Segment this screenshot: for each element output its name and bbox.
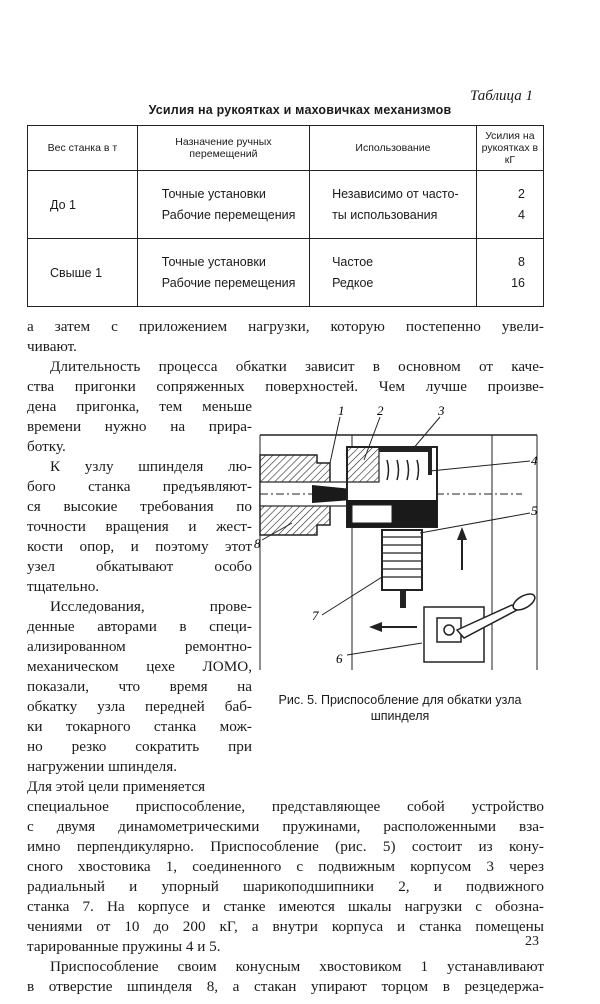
row-usage: Независимо от часто- ты использования — [309, 170, 477, 239]
body-line: показали, что время на — [27, 678, 252, 695]
fig-label-8: 8 — [254, 536, 261, 551]
body-line: ства пригонки сопряженных поверхностей. … — [27, 378, 544, 395]
body-line: с двумя динамометрическими пружинами, ра… — [27, 818, 544, 835]
body-line: но резко сократить при — [27, 738, 252, 755]
purpose-item: Рабочие перемещения — [161, 275, 296, 290]
body-line: узел обкатывают особо — [27, 558, 252, 575]
body-line: механическом цехе ЛОМО, — [27, 658, 252, 675]
spindle-fixture-figure: 1 2 3 4 5 6 7 8 — [254, 405, 538, 670]
figure-caption-line: Рис. 5. Приспособление для обкатки узла — [278, 693, 522, 707]
purpose-item: Точные установки — [161, 254, 266, 269]
body-line: времени нужно на прира- — [27, 418, 252, 435]
table-row: Свыше 1 Точные установки Рабочие перемещ… — [27, 238, 545, 307]
page-number: 23 — [525, 934, 539, 949]
body-line: кости опор, и поэтому этот — [27, 538, 252, 555]
force-value: 8 — [518, 254, 525, 269]
header-weight: Вес станка в т — [27, 125, 138, 171]
table-header-row: Вес станка в т Назначение ручных перемещ… — [27, 125, 545, 171]
fig-label-1: 1 — [338, 405, 345, 418]
body-line: в отверстие шпинделя 8, а стакан упирают… — [27, 978, 544, 995]
body-line: а затем с приложением нагрузки, которую … — [27, 318, 544, 335]
row-purposes: Точные установки Рабочие перемещения — [136, 170, 311, 239]
usage-item: Частое — [332, 254, 374, 269]
body-line: специальное приспособление, представляющ… — [27, 798, 544, 815]
body-line: Длительность процесса обкатки зависит в … — [50, 358, 544, 375]
body-line: ализированном ремонтно- — [27, 638, 252, 655]
row-weight: До 1 — [27, 170, 138, 239]
body-line: нагружении шпинделя. — [27, 758, 178, 775]
forces-table: Вес станка в т Назначение ручных перемещ… — [27, 125, 545, 307]
row-forces: 8 16 — [475, 238, 545, 307]
figure-caption: Рис. 5. Приспособление для обкатки узла … — [255, 692, 545, 724]
row-weight: Свыше 1 — [27, 238, 138, 307]
usage-item: Редкое — [332, 275, 374, 290]
header-force: Усилия на рукоятках в кГ — [475, 125, 545, 171]
header-purpose: Назначение ручных перемещений — [136, 125, 311, 171]
force-value: 4 — [518, 207, 525, 222]
body-line: радиальный и упорный шарикоподшипники 2,… — [27, 878, 544, 895]
figure-caption-line: шпинделя — [370, 709, 430, 723]
body-line: обкатку узла передней баб- — [27, 698, 252, 715]
row-usage: Частое Редкое — [309, 238, 477, 307]
row-purposes: Точные установки Рабочие перемещения — [136, 238, 311, 307]
fig-label-3: 3 — [437, 405, 445, 418]
usage-item: ты использования — [332, 207, 438, 222]
fig-label-2: 2 — [377, 405, 384, 418]
force-value: 2 — [518, 186, 525, 201]
force-value: 16 — [511, 275, 525, 290]
usage-item: Независимо от часто- — [332, 186, 459, 201]
table-caption: Таблица 1 — [470, 88, 533, 104]
body-line: точности вращения и жест- — [27, 518, 252, 535]
body-line: Для этой цели применяется — [27, 778, 206, 795]
purpose-item: Точные установки — [161, 186, 266, 201]
body-line: тарированные пружины 4 и 5. — [27, 938, 221, 955]
purpose-item: Рабочие перемещения — [161, 207, 296, 222]
fig-label-5: 5 — [531, 503, 538, 518]
body-line: чивают. — [27, 338, 77, 355]
body-line: денные авторами в специ- — [27, 618, 252, 635]
body-line: К узлу шпинделя лю- — [50, 458, 252, 475]
body-line: сного хвостовика 1, соединенного с подви… — [27, 858, 544, 875]
body-line: тщательно. — [27, 578, 100, 595]
header-usage: Использование — [309, 125, 477, 171]
body-line: ся высокие требования по — [27, 498, 252, 515]
body-line: станка 7. На корпусе и станке имеются шк… — [27, 898, 544, 915]
body-line: дена пригонка, тем меньше — [27, 398, 252, 415]
fig-label-6: 6 — [336, 651, 343, 666]
table-row: До 1 Точные установки Рабочие перемещени… — [27, 170, 545, 239]
body-line: чениями от 10 до 200 кГ, а внутри корпус… — [27, 918, 544, 935]
fig-label-4: 4 — [531, 453, 538, 468]
table-title: Усилия на рукоятках и маховичках механиз… — [148, 103, 452, 117]
body-line: ботку. — [27, 438, 66, 455]
body-line: бого станка предъявляют- — [27, 478, 252, 495]
body-line: Исследования, прове- — [50, 598, 252, 615]
body-line: имно перпендикулярно. Приспособление (ри… — [27, 838, 544, 855]
fig-label-7: 7 — [312, 608, 319, 623]
body-line: ки токарного станка мож- — [27, 718, 252, 735]
row-forces: 2 4 — [475, 170, 545, 239]
body-line: Приспособление своим конусным хвостовико… — [50, 958, 544, 975]
